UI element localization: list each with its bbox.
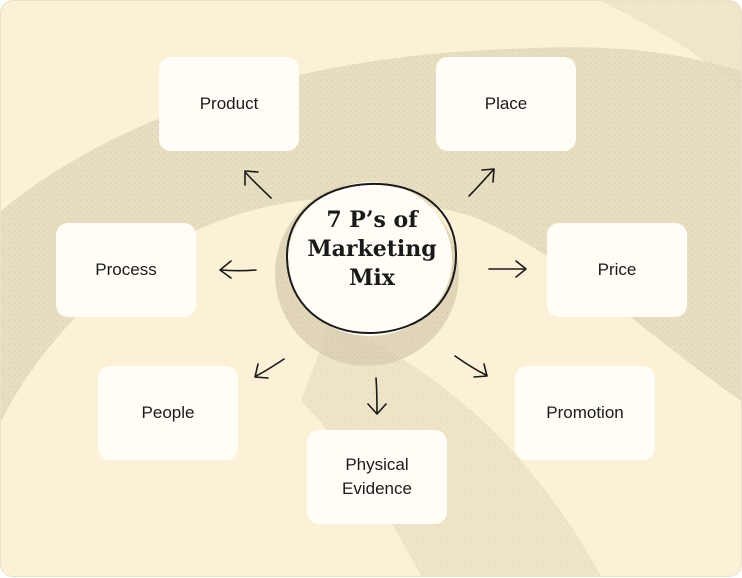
center-title-line-2: Marketing: [307, 236, 437, 262]
node-promotion-label: Promotion: [546, 403, 624, 422]
node-physical-evidence: Physical Evidence: [307, 430, 447, 524]
node-promotion: Promotion: [515, 366, 655, 460]
center-title-line-3: Mix: [349, 265, 395, 291]
center-title: 7 P’s of Marketing Mix: [289, 206, 455, 293]
node-process-label: Process: [95, 260, 157, 279]
node-place: Place: [436, 57, 576, 151]
center-title-line-1: 7 P’s of: [326, 207, 418, 233]
node-people: People: [98, 366, 238, 460]
node-product: Product: [159, 57, 299, 151]
node-physical-evidence-line-2: Evidence: [342, 479, 412, 498]
node-people-label: People: [141, 403, 195, 422]
node-process: Process: [56, 223, 196, 317]
node-place-label: Place: [484, 94, 528, 113]
node-product-label: Product: [199, 94, 259, 113]
node-price-label: Price: [597, 260, 637, 279]
node-physical-evidence-line-1: Physical: [345, 455, 409, 474]
node-price: Price: [547, 223, 687, 317]
